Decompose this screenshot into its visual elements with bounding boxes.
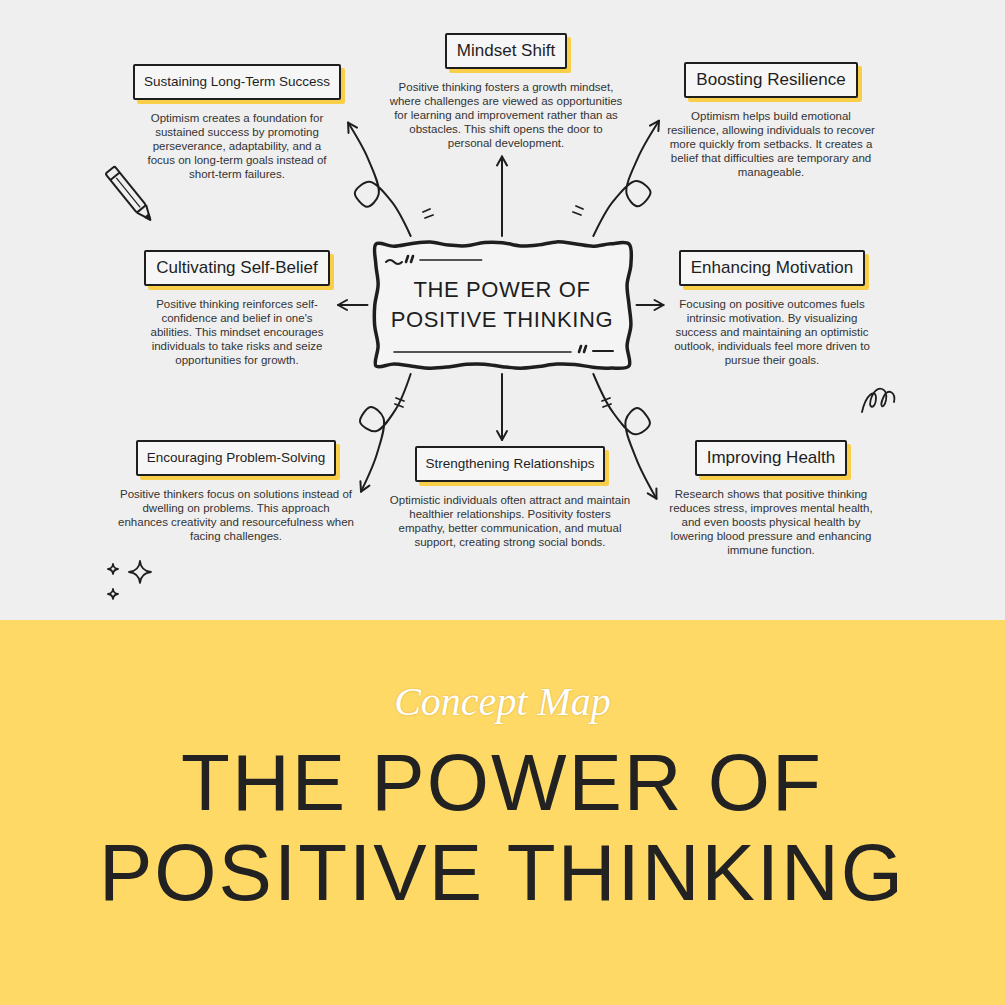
arrow-connector — [501, 156, 503, 236]
sparkle — [108, 589, 118, 599]
topic-heading: Sustaining Long-Term Success — [133, 64, 341, 100]
sparkle-doodle — [108, 561, 151, 599]
arrow-connector — [593, 121, 659, 236]
topic-node: Enhancing MotivationFocusing on positive… — [670, 250, 875, 367]
pencil-lead — [145, 214, 152, 221]
topic-description: Optimism creates a foundation for sustai… — [140, 111, 335, 181]
motion-mark — [423, 209, 433, 218]
topic-description: Focusing on positive outcomes fuels intr… — [670, 297, 875, 367]
sparkle — [108, 564, 118, 574]
topic-description: Positive thinking fosters a growth minds… — [386, 80, 626, 150]
pencil-body — [105, 166, 146, 212]
topic-node: Strengthening RelationshipsOptimistic in… — [386, 446, 634, 549]
topic-node: Encouraging Problem-SolvingPositive thin… — [118, 440, 354, 543]
topic-heading: Mindset Shift — [445, 33, 567, 69]
quote-mark — [406, 256, 413, 262]
topic-node: Improving HealthResearch shows that posi… — [664, 440, 879, 557]
arrow-connector — [348, 123, 411, 236]
motion-mark — [573, 206, 583, 215]
tilde-mark — [386, 260, 402, 264]
squiggle-doodle — [862, 389, 894, 412]
yellow-band — [0, 620, 1005, 1005]
topic-node: Cultivating Self-BeliefPositive thinking… — [142, 250, 332, 367]
topic-node: Boosting ResilienceOptimism helps build … — [666, 62, 876, 179]
pencil-tip — [137, 205, 155, 223]
topic-node: Sustaining Long-Term SuccessOptimism cre… — [133, 64, 341, 181]
pencil-band — [110, 172, 119, 180]
topic-heading: Improving Health — [695, 440, 848, 476]
topic-heading: Enhancing Motivation — [679, 250, 866, 286]
topic-description: Positive thinkers focus on solutions ins… — [118, 487, 354, 543]
pencil-line — [116, 178, 140, 208]
wavy-outline — [372, 240, 633, 370]
topic-heading: Cultivating Self-Belief — [144, 250, 330, 286]
rule-line — [394, 351, 571, 353]
title-band: Concept MapTHE POWER OF POSITIVE THINKIN… — [0, 620, 1005, 1005]
rule-line — [420, 259, 482, 261]
topic-description: Research shows that positive thinking re… — [664, 487, 879, 557]
topic-heading: Boosting Resilience — [684, 62, 857, 98]
topic-node: Mindset ShiftPositive thinking fosters a… — [386, 33, 626, 150]
quote-decoration — [386, 256, 613, 352]
pencil-doodle — [105, 166, 155, 223]
arrow-connector — [360, 374, 411, 492]
page-title: THE POWER OF POSITIVE THINKING — [32, 738, 972, 917]
arrow-connector — [637, 304, 664, 306]
central-topic-box: THE POWER OF POSITIVE THINKING — [372, 240, 633, 370]
topic-heading: Strengthening Relationships — [415, 446, 606, 482]
topic-heading: Encouraging Problem-Solving — [136, 440, 337, 476]
arrow-connector — [501, 374, 503, 440]
topic-description: Optimism helps build emotional resilienc… — [666, 109, 876, 179]
central-topic-text: THE POWER OF POSITIVE THINKING — [390, 275, 615, 334]
dash-mark — [593, 350, 613, 352]
topic-description: Positive thinking reinforces self-confid… — [142, 297, 332, 367]
subtitle-label: Concept Map — [0, 678, 1005, 725]
quote-mark — [579, 346, 586, 352]
sparkle — [129, 561, 151, 583]
wavy-border — [374, 242, 631, 368]
topic-description: Optimistic individuals often attract and… — [386, 493, 634, 549]
arrow-connector — [338, 304, 368, 306]
